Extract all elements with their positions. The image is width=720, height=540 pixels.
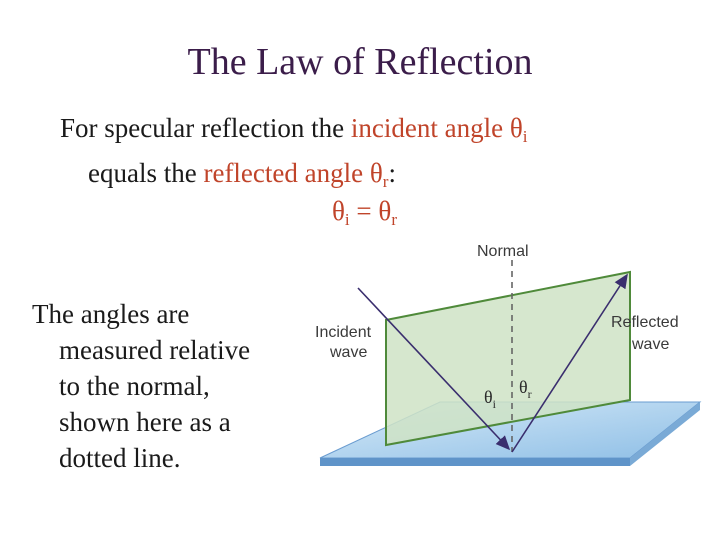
note-line: The angles are	[32, 299, 190, 329]
incident-ray	[357, 287, 511, 451]
intro-line-1: For specular reflection the incident ang…	[60, 113, 528, 146]
note-line: to the normal,	[59, 371, 210, 401]
reflection-equation: θi = θr	[331, 196, 397, 229]
reflection-diagram: Normal Incident wave Reflected wave θi θ…	[315, 243, 702, 466]
theta-r-label: θr	[519, 377, 532, 401]
reflected-wave-label: Reflected	[611, 314, 679, 331]
theta-i-label: θi	[484, 387, 497, 411]
incident-wave-label: Incident	[315, 324, 372, 341]
normal-label: Normal	[477, 243, 529, 260]
incident-angle-term: incident angle θi	[350, 113, 528, 146]
plane-of-incidence	[385, 270, 631, 447]
note-line: measured relative	[59, 335, 251, 365]
reflected-wave-label: wave	[631, 336, 669, 353]
intro-paragraph: For specular reflection the incident ang…	[60, 110, 680, 200]
slide-title: The Law of Reflection	[187, 41, 533, 83]
reflected-angle-term: reflected angle θr	[203, 158, 389, 191]
normal-explanation: The angles are measured relative to the …	[32, 296, 302, 476]
note-line: dotted line.	[59, 443, 181, 473]
incident-wave-label: wave	[329, 344, 367, 361]
note-line: shown here as a	[59, 407, 231, 437]
intro-line-2: equals the reflected angle θr:	[88, 158, 396, 191]
reflected-ray	[511, 273, 628, 453]
